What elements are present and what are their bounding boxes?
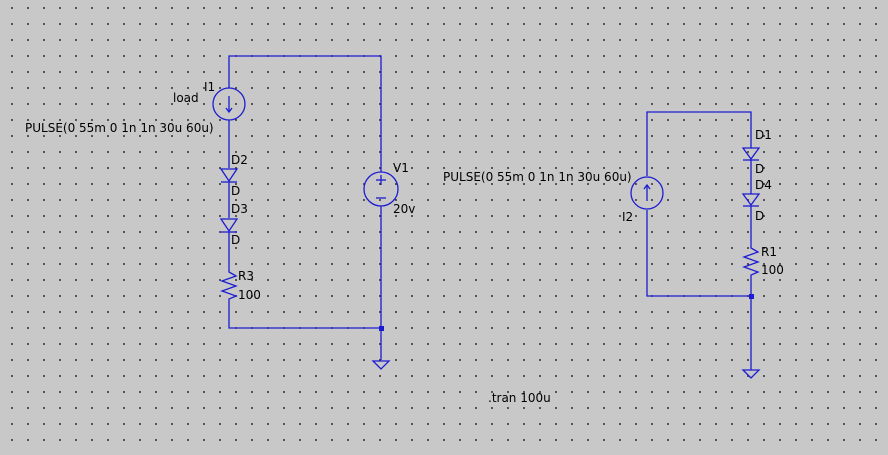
voltage-source-v1[interactable] [363, 171, 399, 207]
ground-symbol-left [371, 360, 391, 370]
ground-symbol-right [741, 369, 761, 379]
diode-d3[interactable] [219, 218, 239, 233]
i1-name-label[interactable]: I1 [204, 80, 215, 94]
d4-name-label[interactable]: D4 [755, 178, 772, 192]
junction-right [749, 294, 754, 299]
d3-model-label[interactable]: D [231, 233, 240, 247]
r3-name-label[interactable]: R3 [238, 269, 254, 283]
r3-value-label[interactable]: 100 [238, 288, 261, 302]
i1-value-label[interactable]: PULSE(0 55m 0 1n 1n 30u 60u) [25, 121, 214, 135]
v1-name-label[interactable]: V1 [393, 161, 409, 175]
resistor-r1[interactable] [742, 244, 760, 278]
i2-value-label[interactable]: PULSE(0 55m 0 1n 1n 30u 60u) [443, 170, 632, 184]
d3-name-label[interactable]: D3 [231, 202, 248, 216]
junction-left [379, 326, 384, 331]
resistor-r3[interactable] [220, 268, 238, 302]
d1-name-label[interactable]: D1 [755, 128, 772, 142]
r1-value-label[interactable]: 100 [761, 263, 784, 277]
left-circuit-wires[interactable] [228, 55, 382, 360]
d2-model-label[interactable]: D [231, 184, 240, 198]
d4-model-label[interactable]: D [755, 209, 764, 223]
diode-d2[interactable] [219, 168, 239, 183]
i1-instance-label[interactable]: load [173, 91, 199, 105]
v1-value-label[interactable]: 20v [393, 202, 415, 216]
diode-d4[interactable] [741, 193, 761, 207]
tran-directive[interactable]: .tran 100u [488, 391, 551, 405]
current-source-i1[interactable] [212, 87, 246, 121]
r1-name-label[interactable]: R1 [761, 245, 777, 259]
i2-name-label[interactable]: I2 [622, 210, 633, 224]
d1-model-label[interactable]: D [755, 162, 764, 176]
d2-name-label[interactable]: D2 [231, 153, 248, 167]
right-circuit-wires[interactable] [646, 111, 752, 370]
diode-d1[interactable] [741, 147, 761, 161]
current-source-i2[interactable] [630, 176, 664, 210]
